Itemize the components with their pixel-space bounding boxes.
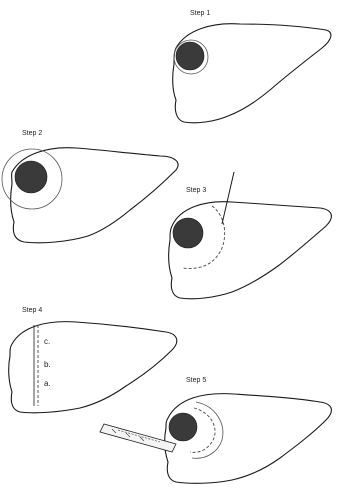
step-3-tumor — [173, 218, 203, 248]
step-3-label: Step 3 — [186, 187, 206, 194]
step-1-panel: Step 1 — [173, 10, 331, 123]
step-2-tumor — [15, 161, 47, 193]
step-4-label-a: a. — [44, 379, 51, 388]
step-4-label-c: c. — [44, 337, 50, 346]
step-2-panel: Step 2 — [2, 130, 178, 243]
step-5-tumor — [169, 413, 197, 441]
step-3-panel: Step 3 — [169, 172, 332, 299]
step-1-tumor — [176, 42, 204, 70]
step-5-label: Step 5 — [186, 377, 206, 384]
step-5-panel: Step 5 — [100, 377, 331, 483]
step-1-label: Step 1 — [190, 10, 210, 17]
step-4-panel: Step 4 c. b. a. — [9, 307, 177, 413]
step-4-label-b: b. — [44, 360, 51, 369]
step-4-label: Step 4 — [22, 307, 42, 314]
step-2-label: Step 2 — [22, 130, 42, 137]
step-3-liver — [169, 202, 332, 299]
